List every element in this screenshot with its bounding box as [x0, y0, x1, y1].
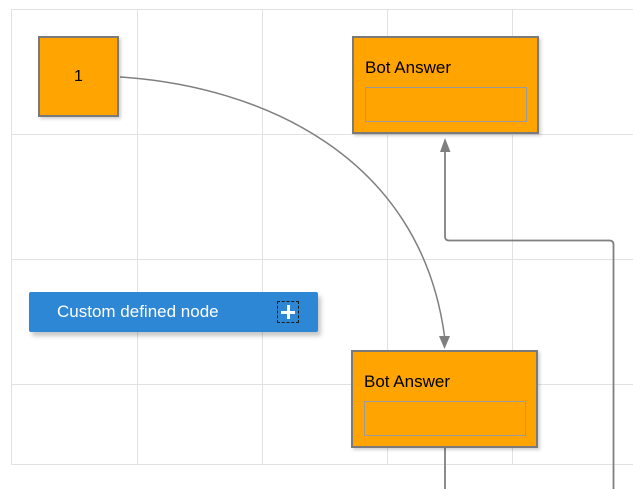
bot-answer-field[interactable]	[364, 401, 526, 436]
node-custom-defined[interactable]: Custom defined node	[29, 292, 318, 332]
connector-curve-path[interactable]	[119, 76, 446, 337]
connector-curve[interactable]	[119, 76, 450, 349]
plus-icon[interactable]	[277, 301, 299, 323]
node-start-label: 1	[74, 67, 83, 85]
connector-orthogonal[interactable]	[440, 138, 615, 489]
node-bot-answer-top[interactable]: Bot Answer	[352, 36, 539, 134]
arrowhead-up-icon	[440, 138, 451, 152]
node-start[interactable]: 1	[38, 36, 119, 117]
node-title: Bot Answer	[364, 372, 450, 391]
node-bot-answer-bottom[interactable]: Bot Answer	[351, 350, 538, 448]
arrowhead-down-icon	[439, 336, 450, 349]
node-title: Bot Answer	[365, 58, 451, 77]
connector-orthogonal-path[interactable]	[444, 152, 615, 489]
node-custom-label: Custom defined node	[57, 302, 219, 321]
bot-answer-field[interactable]	[365, 87, 527, 122]
plus-icon-bar	[286, 305, 290, 319]
